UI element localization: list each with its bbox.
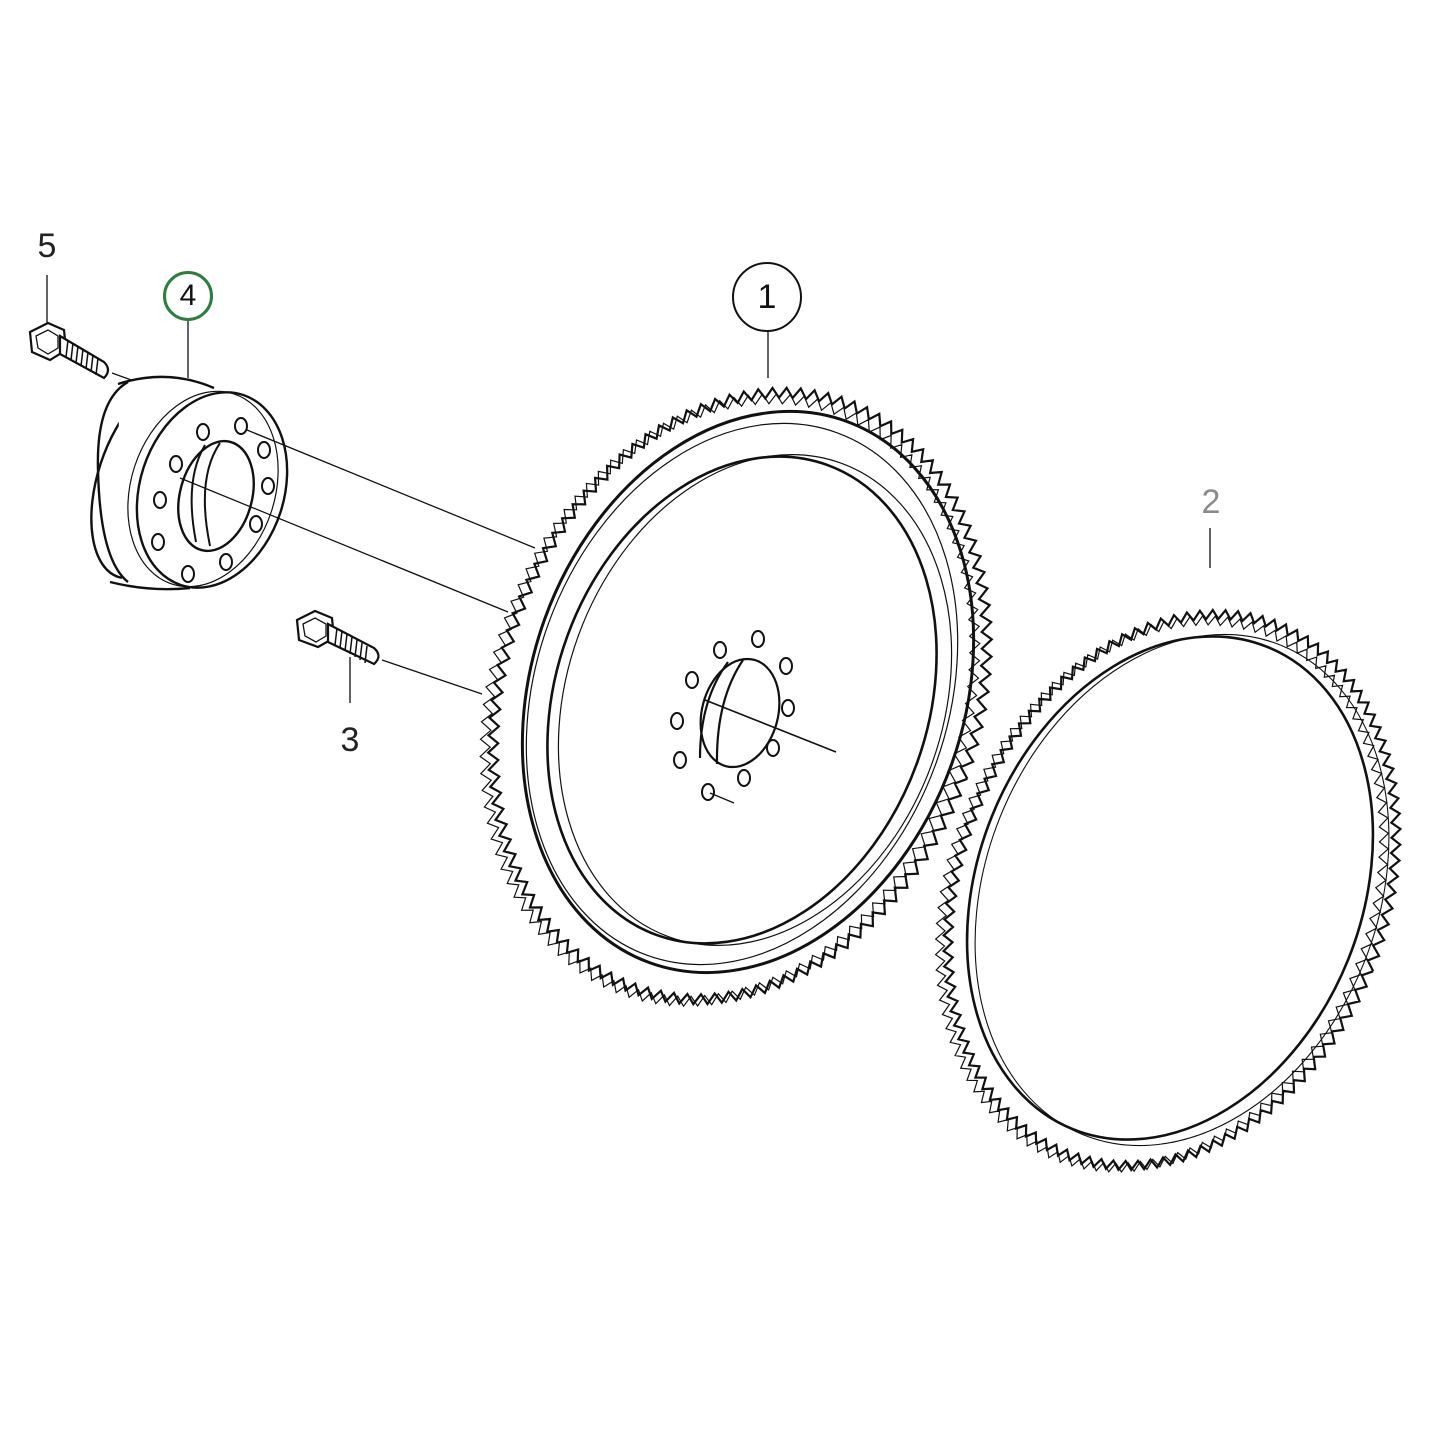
callout-4-label: 4 xyxy=(179,279,197,312)
hub-bolt-part-5[interactable] xyxy=(28,275,171,395)
callout-5[interactable]: 5 xyxy=(17,229,77,263)
callout-1[interactable]: 1 xyxy=(732,262,802,332)
flywheel-bolt-part-3[interactable] xyxy=(295,609,483,703)
callout-2[interactable]: 2 xyxy=(1181,485,1241,519)
callout-5-label: 5 xyxy=(37,227,57,265)
callout-4[interactable]: 4 xyxy=(163,271,213,321)
callout-3[interactable]: 3 xyxy=(320,723,380,757)
callout-1-label: 1 xyxy=(757,277,777,316)
flywheel-part-1[interactable] xyxy=(447,322,1050,1037)
ring-gear-part-2[interactable] xyxy=(895,528,1445,1208)
hub-spacer-part-4[interactable] xyxy=(69,320,536,613)
callout-3-label: 3 xyxy=(340,721,360,759)
callout-2-label: 2 xyxy=(1201,483,1221,521)
